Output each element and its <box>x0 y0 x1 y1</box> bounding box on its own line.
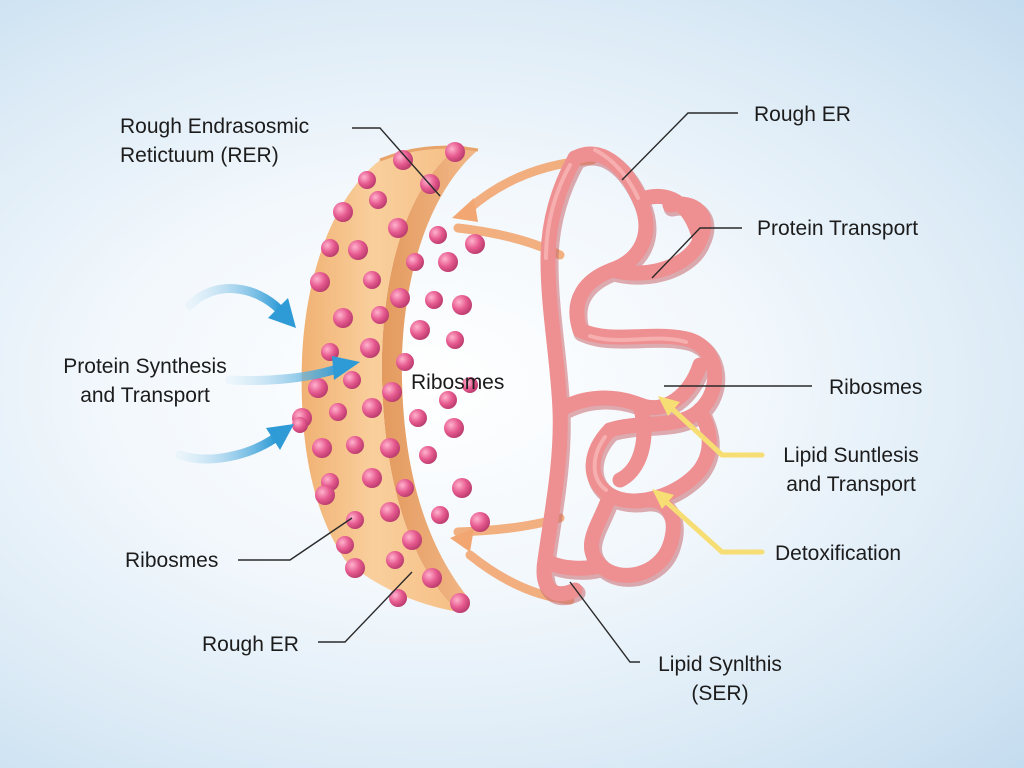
blue-arrow-3 <box>175 433 280 464</box>
label-protein-transport: Protein Transport <box>757 217 919 240</box>
label-ribosomes-right: Ribosmes <box>829 376 923 399</box>
label-rer: Rough Endrasosmic Retictuum (RER) <box>120 112 309 170</box>
ser-tube-9 <box>612 397 652 488</box>
label-protein-synthesis: Protein Synthesis and Transport <box>50 352 240 410</box>
leader-rough-er-bottom-left <box>318 571 413 643</box>
blue-arrow-2 <box>225 363 345 385</box>
blue-arrow-3-head <box>266 424 294 450</box>
ser-tube-3 <box>572 322 723 438</box>
leader-lines <box>238 112 812 663</box>
ser-tube-8 <box>632 188 708 248</box>
ser-tube-4 <box>552 357 708 418</box>
leader-ribosomes-left <box>238 517 353 561</box>
arrowhead-bottom <box>450 528 474 552</box>
ser-tube-6 <box>583 487 681 583</box>
label-lipid-synlthis-line1: Lipid Synlthis <box>658 653 782 676</box>
leader-rough-er-top-right <box>621 112 738 181</box>
label-rough-er-top-right: Rough ER <box>754 103 851 126</box>
smooth-er-network <box>536 146 726 606</box>
rough-er-top-rim <box>379 145 479 162</box>
label-lipid-suntlesis-line2: and Transport <box>786 473 916 496</box>
connector-arrowheads <box>450 198 478 552</box>
arrowhead-top <box>452 198 478 222</box>
label-lipid-synlthis: Lipid Synlthis (SER) <box>645 650 795 708</box>
label-ribosomes-center: Ribosmes <box>411 371 505 394</box>
yellow-arrow-1 <box>665 402 765 458</box>
rough-er-outer-face <box>301 145 460 612</box>
blue-arrow-1-head <box>268 298 296 328</box>
label-detoxification: Detoxification <box>775 542 902 565</box>
label-lipid-synlthis-line2: (SER) <box>691 682 749 705</box>
yellow-arrow-2 <box>659 495 765 555</box>
leader-lipid-synlthis <box>569 581 640 663</box>
label-lipid-suntlesis-line1: Lipid Suntlesis <box>783 444 919 467</box>
leader-rer <box>352 127 441 197</box>
label-rough-er-bottom-left: Rough ER <box>202 633 299 656</box>
ser-tube-7 <box>537 552 608 576</box>
leader-protein-transport <box>651 227 742 279</box>
yellow-arrows <box>659 402 765 555</box>
label-rer-line2: Retictuum (RER) <box>120 144 279 167</box>
label-protein-synthesis-line1: Protein Synthesis <box>63 355 227 378</box>
blue-arrows <box>175 284 360 464</box>
label-protein-synthesis-line2: and Transport <box>80 384 210 407</box>
label-ribosomes-left: Ribosmes <box>125 549 219 572</box>
blue-arrow-2-head <box>332 356 360 380</box>
blue-arrow-1 <box>185 284 285 315</box>
label-rer-line1: Rough Endrasosmic <box>120 115 310 138</box>
ribosome-dots <box>292 142 490 613</box>
yellow-arrowheads <box>652 396 680 509</box>
label-lipid-suntlesis: Lipid Suntlesis and Transport <box>771 441 931 499</box>
